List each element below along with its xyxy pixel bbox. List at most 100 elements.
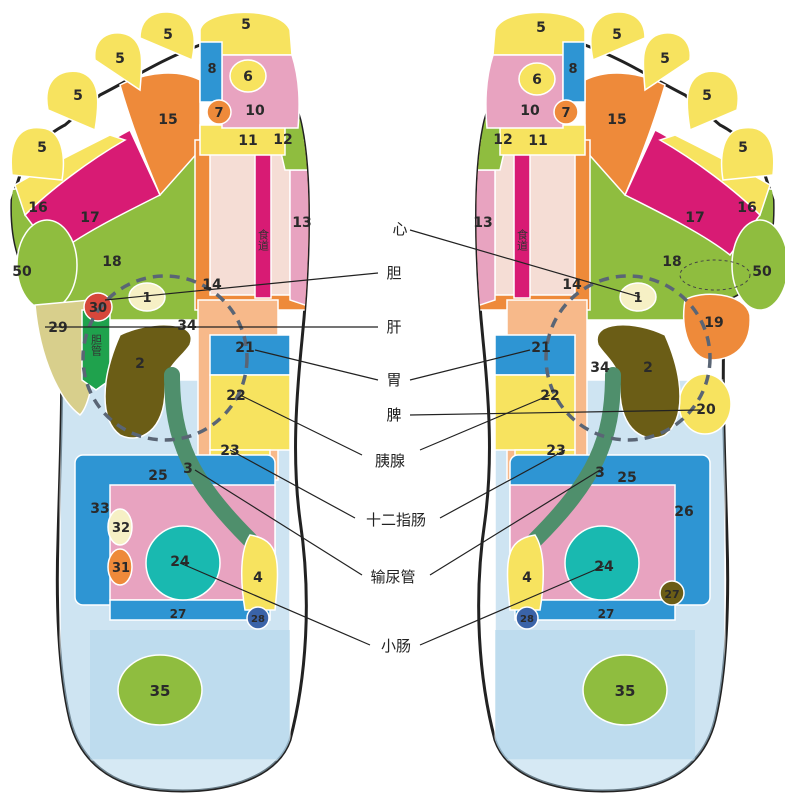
right-label-1: 1	[633, 291, 642, 306]
right-label-toe-5: 5	[738, 140, 748, 156]
left-label-toe-3: 5	[115, 51, 125, 67]
label-duodenum: 十二指肠	[366, 511, 426, 529]
left-label-15: 15	[158, 112, 177, 128]
label-pancreas: 胰腺	[375, 452, 405, 470]
leader-small-intestine-right	[419, 565, 605, 646]
left-region-24	[145, 525, 221, 601]
left-label-35: 35	[150, 682, 171, 700]
right-label-4: 4	[522, 570, 532, 586]
right-label-23: 23	[546, 443, 565, 459]
left-label-12: 12	[273, 132, 292, 148]
left-region-1	[128, 282, 166, 312]
right-label-18: 18	[662, 254, 681, 270]
right-label-toe-4: 5	[702, 88, 712, 104]
leader-ureter-left	[194, 469, 363, 576]
left-esophagus-bg	[209, 149, 291, 296]
right-esophagus-strip	[513, 149, 531, 299]
right-label-20: 20	[696, 402, 716, 418]
left-toe-5	[10, 126, 65, 181]
left-toe-1-tip	[199, 11, 293, 56]
label-heart: 心	[392, 220, 407, 238]
left-foot: 5 5 5 5 5 8 6 7 10 11 12 15 16 17 18 50 …	[10, 11, 312, 793]
left-region-22	[209, 374, 291, 451]
right-label-6: 6	[532, 72, 542, 88]
right-region-19	[683, 293, 751, 361]
right-label-25: 25	[617, 470, 636, 486]
label-gallbladder: 胆	[386, 264, 401, 282]
label-ureter: 输尿管	[370, 568, 415, 586]
leader-duodenum-left	[229, 449, 356, 519]
left-label-6: 6	[243, 69, 253, 85]
left-label-27: 27	[170, 607, 187, 621]
right-toe-2	[589, 11, 646, 62]
left-label-2: 2	[135, 356, 145, 372]
leader-pancreas-right	[419, 394, 551, 451]
left-region-3	[164, 367, 258, 548]
leader-stomach-left	[254, 349, 379, 381]
left-region-15	[119, 72, 201, 197]
left-label-1: 1	[142, 291, 151, 306]
left-label-33: 33	[90, 501, 109, 517]
right-toe-3	[642, 32, 691, 92]
left-label-toe-5: 5	[37, 140, 47, 156]
right-label-11: 11	[528, 133, 547, 149]
left-toe-3	[94, 32, 143, 92]
left-label-esophagus: 食道	[257, 228, 270, 251]
left-label-7: 7	[214, 106, 223, 121]
right-toe-1-tip	[492, 11, 586, 56]
right-toe-5	[720, 126, 775, 181]
right-foot: 5 5 5 5 5 8 6 7 10 11 12 15 16 17 18 50 …	[473, 11, 785, 793]
right-label-35: 35	[615, 682, 636, 700]
right-label-17: 17	[685, 210, 704, 226]
right-liver-dashed-circle	[544, 274, 712, 442]
left-esophagus-strip	[254, 149, 272, 299]
left-region-28	[246, 606, 270, 630]
left-label-16: 16	[28, 200, 47, 216]
left-label-23: 23	[220, 443, 239, 459]
left-region-31	[107, 548, 133, 586]
left-label-4: 4	[253, 570, 263, 586]
label-stomach: 胃	[386, 371, 401, 389]
right-label-34: 34	[590, 360, 610, 376]
left-label-50: 50	[12, 264, 32, 280]
right-label-26: 26	[674, 504, 693, 520]
right-region-13	[476, 169, 496, 312]
left-label-21: 21	[235, 340, 254, 356]
leader-small-intestine-left	[179, 562, 371, 646]
left-label-18: 18	[102, 254, 121, 270]
left-label-toe-4: 5	[73, 88, 83, 104]
right-label-50: 50	[752, 264, 772, 280]
left-label-8: 8	[207, 62, 216, 77]
label-spleen: 脾	[386, 406, 401, 424]
right-label-13: 13	[473, 215, 492, 231]
leader-pancreas-left	[239, 394, 363, 456]
right-label-28: 28	[520, 614, 534, 625]
left-toe-2	[139, 11, 196, 62]
left-region-8	[199, 41, 223, 103]
right-label-esophagus: 食道	[516, 228, 529, 251]
right-label-8: 8	[568, 62, 577, 77]
right-region-11	[499, 124, 586, 156]
right-label-3: 3	[595, 465, 605, 481]
left-label-24: 24	[170, 554, 190, 570]
right-label-24: 24	[594, 559, 614, 575]
right-label-15: 15	[607, 112, 626, 128]
right-label-27-band: 27	[598, 607, 615, 621]
leader-spleen	[409, 409, 701, 416]
center-labels: 心 胆 肝 胃 脾 胰腺 十二指肠 输尿管 小肠	[366, 220, 426, 655]
left-label-bile-duct: 胆管	[90, 334, 103, 357]
leader-ureter-right	[429, 469, 601, 576]
right-label-10: 10	[520, 103, 540, 119]
right-label-12: 12	[493, 132, 512, 148]
left-region-13	[289, 169, 309, 312]
left-label-17: 17	[80, 210, 99, 226]
right-label-2: 2	[643, 360, 653, 376]
left-region-6	[229, 59, 267, 93]
left-label-28: 28	[251, 614, 265, 625]
left-label-3: 3	[183, 461, 193, 477]
leader-duodenum-right	[439, 449, 566, 519]
left-label-29: 29	[48, 320, 67, 336]
right-label-14: 14	[562, 277, 582, 293]
